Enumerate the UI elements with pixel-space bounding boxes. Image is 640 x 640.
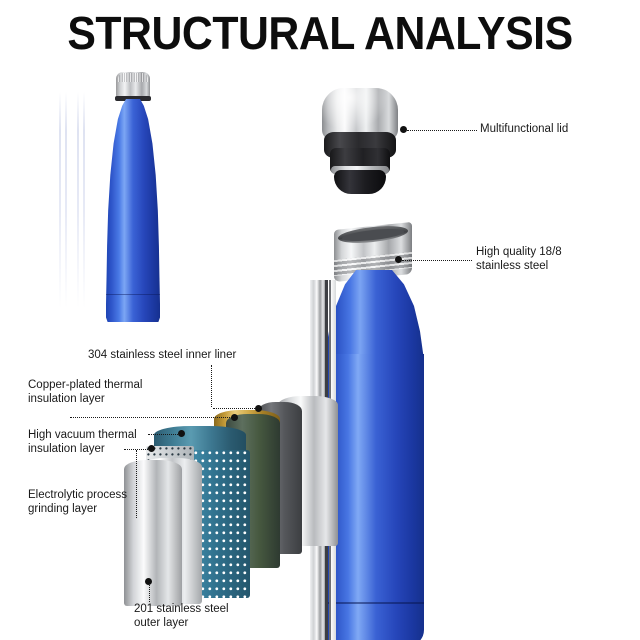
callout-inner-liner-304: 304 stainless steel inner liner	[88, 349, 237, 361]
callout-leader-copper-plated	[70, 417, 232, 418]
callout-leader-outer-201	[148, 585, 150, 602]
bottle-base-seam	[324, 602, 424, 604]
callout-multifunctional-lid: Multifunctional lid	[480, 123, 569, 135]
bottle-body	[324, 354, 424, 640]
callout-leader-multifunctional-lid	[407, 129, 477, 131]
callout-copper-plated: Copper-plated thermal insulation layer	[28, 379, 143, 405]
callout-electrolytic: Electrolytic process grinding layer	[28, 489, 128, 515]
callout-dot-stainless-18-8	[395, 256, 402, 263]
callout-dot-inner-liner-304	[255, 405, 262, 412]
callout-leader-high-vacuum-a	[148, 433, 180, 435]
callout-outer-201: 201 stainless steel outer layer	[134, 603, 229, 629]
lid-cap-highlight	[322, 88, 398, 140]
decorative-ghost-line-1	[59, 92, 61, 308]
decorative-ghost-line-3	[77, 92, 79, 308]
callout-leader-electrolytic	[136, 450, 137, 518]
callout-leader-high-vacuum-b	[124, 448, 150, 450]
callout-leader-inner-liner-304	[211, 365, 212, 407]
callout-dot-multifunctional-lid	[400, 126, 407, 133]
callout-stainless-18-8: High quality 18/8 stainless steel	[476, 246, 562, 272]
small-bottle-cap-ribs	[118, 73, 148, 82]
exploded-lid	[318, 88, 402, 196]
decorative-ghost-line-2	[65, 92, 67, 308]
bottle-shoulder	[324, 270, 424, 360]
page-title: STRUCTURAL ANALYSIS	[67, 7, 573, 59]
small-bottle-body	[106, 99, 160, 322]
callout-leader-stainless-18-8	[402, 259, 472, 261]
exploded-layer-stack	[124, 396, 345, 606]
callout-dot-high-vacuum-a	[178, 430, 185, 437]
callout-high-vacuum: High vacuum thermal insulation layer	[28, 429, 137, 455]
small-bottle-base-seam	[106, 294, 160, 295]
callout-leader-inner-liner-304-h	[213, 408, 255, 409]
decorative-ghost-line-4	[83, 92, 85, 308]
small-assembled-bottle	[100, 72, 166, 322]
callout-dot-high-vacuum-b	[148, 445, 155, 452]
small-bottle-collar	[115, 96, 151, 101]
lid-bottom-plug	[334, 170, 386, 194]
layer-outer-201	[124, 460, 182, 606]
callout-dot-copper-plated	[231, 414, 238, 421]
callout-dot-outer-201	[145, 578, 152, 585]
